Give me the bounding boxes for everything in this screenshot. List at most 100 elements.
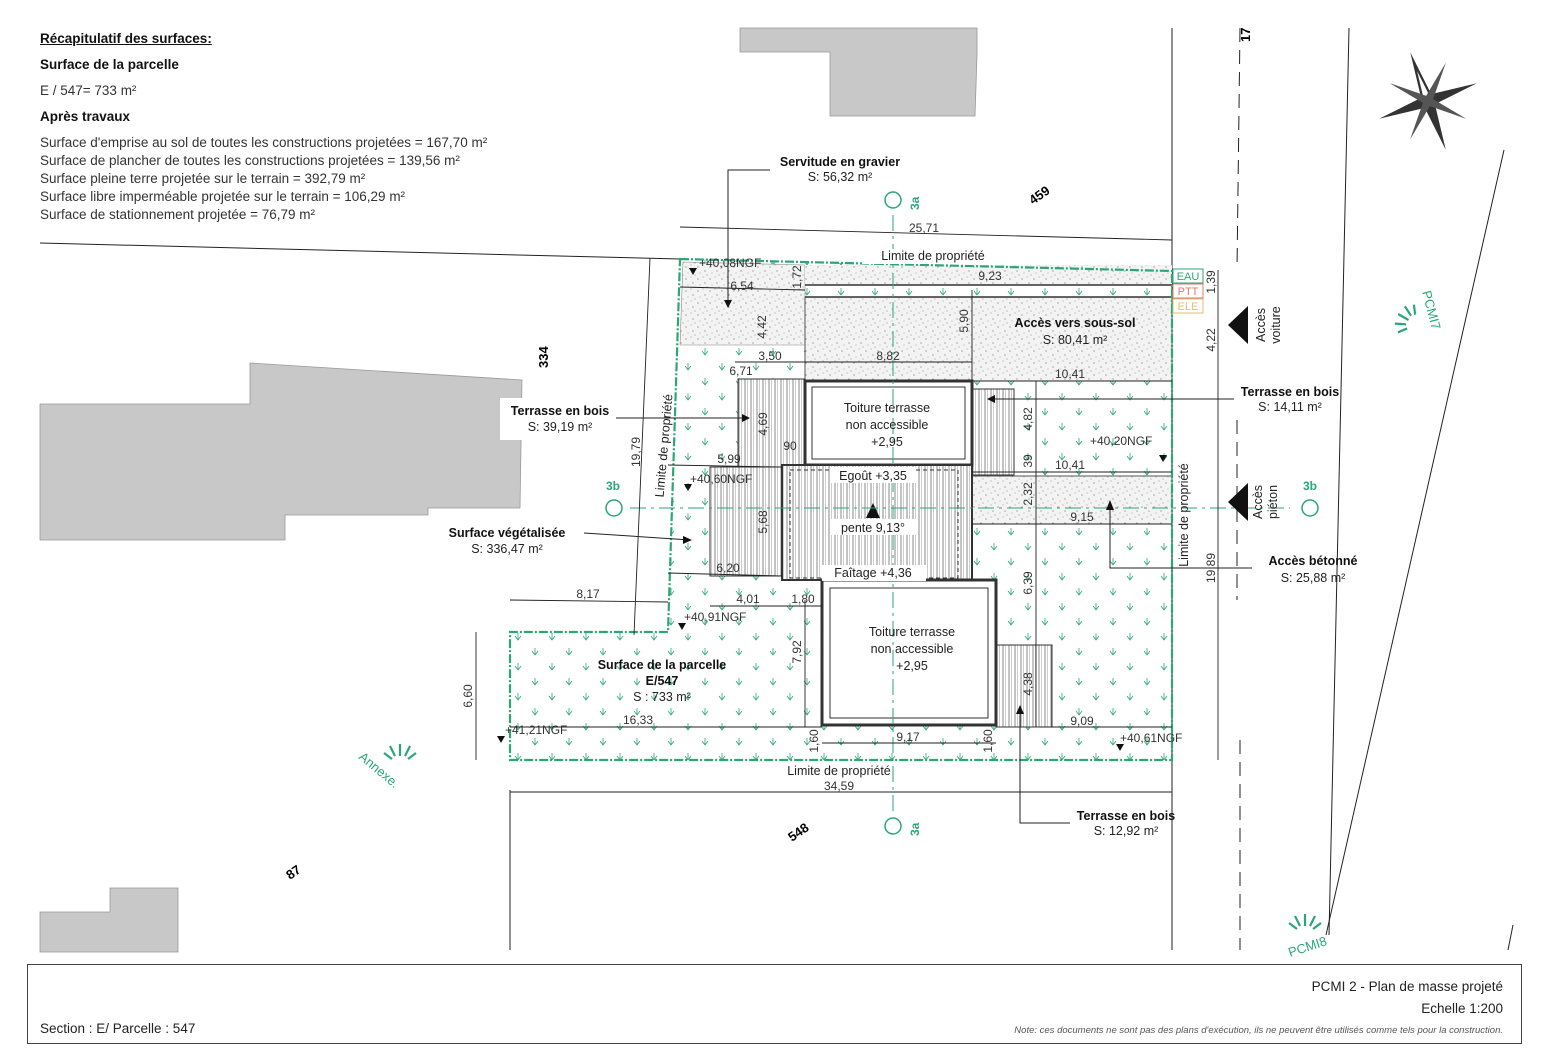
dim-10-41-a: 10,41: [1055, 367, 1085, 381]
parcel-334: 334: [536, 346, 551, 368]
gravel-servitude: [679, 261, 806, 346]
label-terrace-b-area: S: 14,11 m²: [1258, 400, 1322, 414]
parcel-459: 459: [1026, 183, 1052, 208]
terrace-ne: [971, 388, 1015, 476]
basement-access: [804, 296, 1173, 382]
label-terrace-a: Terrasse en bois: [511, 404, 609, 418]
buildings: [781, 379, 998, 727]
label-boundary-right: Limite de propriété: [1177, 463, 1191, 567]
label-vehicle-access-2: voiture: [1269, 306, 1283, 344]
label-boundary-left: Limite de propriété: [653, 393, 676, 497]
label-parcel: Surface de la parcelle: [598, 658, 727, 672]
label-parcel-area: S : 733 m²: [633, 690, 691, 704]
parcel-548: 548: [785, 820, 811, 845]
summary-line: Surface d'emprise au sol de toutes les c…: [40, 135, 488, 150]
parcel-17: 17: [1238, 28, 1253, 42]
summary-line: Surface de stationnement projetée = 76,7…: [40, 207, 316, 222]
label-vehicle-access-1: Accès: [1254, 308, 1268, 342]
dim-6-54: 6,54: [730, 279, 754, 293]
dim-6-20: 6,20: [716, 561, 740, 575]
cut-markers: [605, 191, 1319, 835]
viewpoint-pcmi7-icon: [1394, 304, 1417, 334]
dim-16-33: 16,33: [623, 713, 653, 727]
dim-25-71: 25,71: [909, 221, 939, 235]
neighbour-buildings: [39, 27, 978, 953]
label-roof1-l1: Toiture terrasse: [844, 401, 930, 415]
label-ridge: Faîtage +4,36: [834, 566, 912, 580]
dim-4-01: 4,01: [736, 592, 760, 606]
title-block: Section : E/ Parcelle : 547 PCMI 2 - Pla…: [27, 964, 1522, 1044]
slope-arrow: [866, 503, 880, 518]
label-pcmi8: PCMI8: [1286, 933, 1328, 960]
label-concrete: Accès bétonné: [1269, 554, 1358, 568]
parcel-heading: Surface de la parcelle: [40, 57, 179, 72]
label-parcel-ref: E/547: [646, 674, 679, 688]
label-terrace-b: Terrasse en bois: [1241, 385, 1339, 399]
disclaimer-note: Note: ces documents ne sont pas des plan…: [1014, 1025, 1503, 1036]
ngf-3: +40,60NGF: [690, 472, 752, 486]
dim-6-71: 6,71: [729, 364, 753, 378]
label-network-ptt: PTT: [1178, 286, 1199, 298]
vehicle-access-marker: [1228, 306, 1248, 344]
dim-4-38: 4,38: [1021, 672, 1035, 696]
ngf-1: +40,08NGF: [699, 256, 761, 270]
dim-2-32: 2,32: [1021, 482, 1035, 506]
dim-9-09: 9,09: [1070, 714, 1094, 728]
network-boxes: [1172, 268, 1204, 314]
dimension-values: 25,71 9,23 6,54 1,72 1,39 4,42 5,90 4,22…: [461, 221, 1218, 793]
dim-9-17: 9,17: [896, 730, 920, 744]
viewpoint-icons: [383, 304, 1417, 930]
label-concrete-area: S: 25,88 m²: [1281, 571, 1346, 585]
dim-1-60-a: 1,60: [807, 729, 821, 753]
property-boundary: [508, 257, 1174, 762]
label-roof1-l3: +2,95: [871, 435, 903, 449]
dim-1-72: 1,72: [790, 265, 804, 289]
parcel-87: 87: [283, 862, 303, 883]
dim-90: 90: [783, 439, 797, 453]
label-servitude: Servitude en gravier: [780, 155, 900, 169]
cut-label-3a-top: 3a: [908, 196, 922, 210]
ngf-4: +40,91NGF: [684, 610, 746, 624]
label-roof2-l3: +2,95: [896, 659, 928, 673]
dim-8-82: 8,82: [876, 349, 900, 363]
label-slope: pente 9,13°: [841, 521, 905, 535]
dim-10-41-b: 10,41: [1055, 458, 1085, 472]
dim-34-59: 34,59: [824, 779, 854, 793]
cut-label-3b-left: 3b: [606, 479, 620, 493]
dim-4-82: 4,82: [1021, 407, 1035, 431]
ngf-5: +41,21NGF: [505, 723, 567, 737]
section-lines: [630, 215, 1290, 812]
viewpoint-pcmi8-icon: [1288, 914, 1322, 930]
access-markers: [1228, 306, 1248, 521]
wood-terraces: [709, 378, 1053, 728]
viewpoint-annexe-icon: [383, 744, 417, 760]
dim-9-23: 9,23: [978, 269, 1002, 283]
dim-19-79: 19,79: [629, 437, 643, 467]
sheet-title: PCMI 2 - Plan de masse projeté: [1311, 979, 1503, 994]
gravel-top-strip: [805, 265, 1172, 285]
label-terrace-c: Terrasse en bois: [1077, 809, 1175, 823]
cut-label-3b-right: 3b: [1303, 479, 1317, 493]
dim-1-60-b: 1,60: [981, 729, 995, 753]
label-network-ele: ELE: [1178, 301, 1199, 313]
dim-1-39: 1,39: [1204, 270, 1218, 294]
leader-lines: [583, 169, 1252, 824]
summary-line: Surface de plancher de toutes les constr…: [40, 153, 460, 168]
after-works-heading: Après travaux: [40, 109, 131, 124]
dim-1-80: 1,80: [791, 592, 815, 606]
label-roof2-l2: non accessible: [871, 642, 954, 656]
dim-6-39: 6,39: [1021, 571, 1035, 595]
dim-8-17: 8,17: [576, 587, 600, 601]
sheet-scale: Echelle 1:200: [1421, 1001, 1503, 1016]
pedestrian-access-marker: [1228, 483, 1248, 521]
label-pedestrian-access-2: piéton: [1266, 485, 1280, 519]
summary-title: Récapitulatif des surfaces:: [40, 31, 212, 46]
terrace-s: [995, 644, 1053, 728]
label-terrace-a-area: S: 39,19 m²: [528, 420, 593, 434]
label-pcmi7: PCMI7: [1419, 289, 1444, 331]
label-roof1-l2: non accessible: [846, 418, 929, 432]
north-arrow-icon: [1379, 52, 1477, 150]
label-servitude-area: S: 56,32 m²: [808, 170, 873, 184]
dim-9-15: 9,15: [1070, 510, 1094, 524]
